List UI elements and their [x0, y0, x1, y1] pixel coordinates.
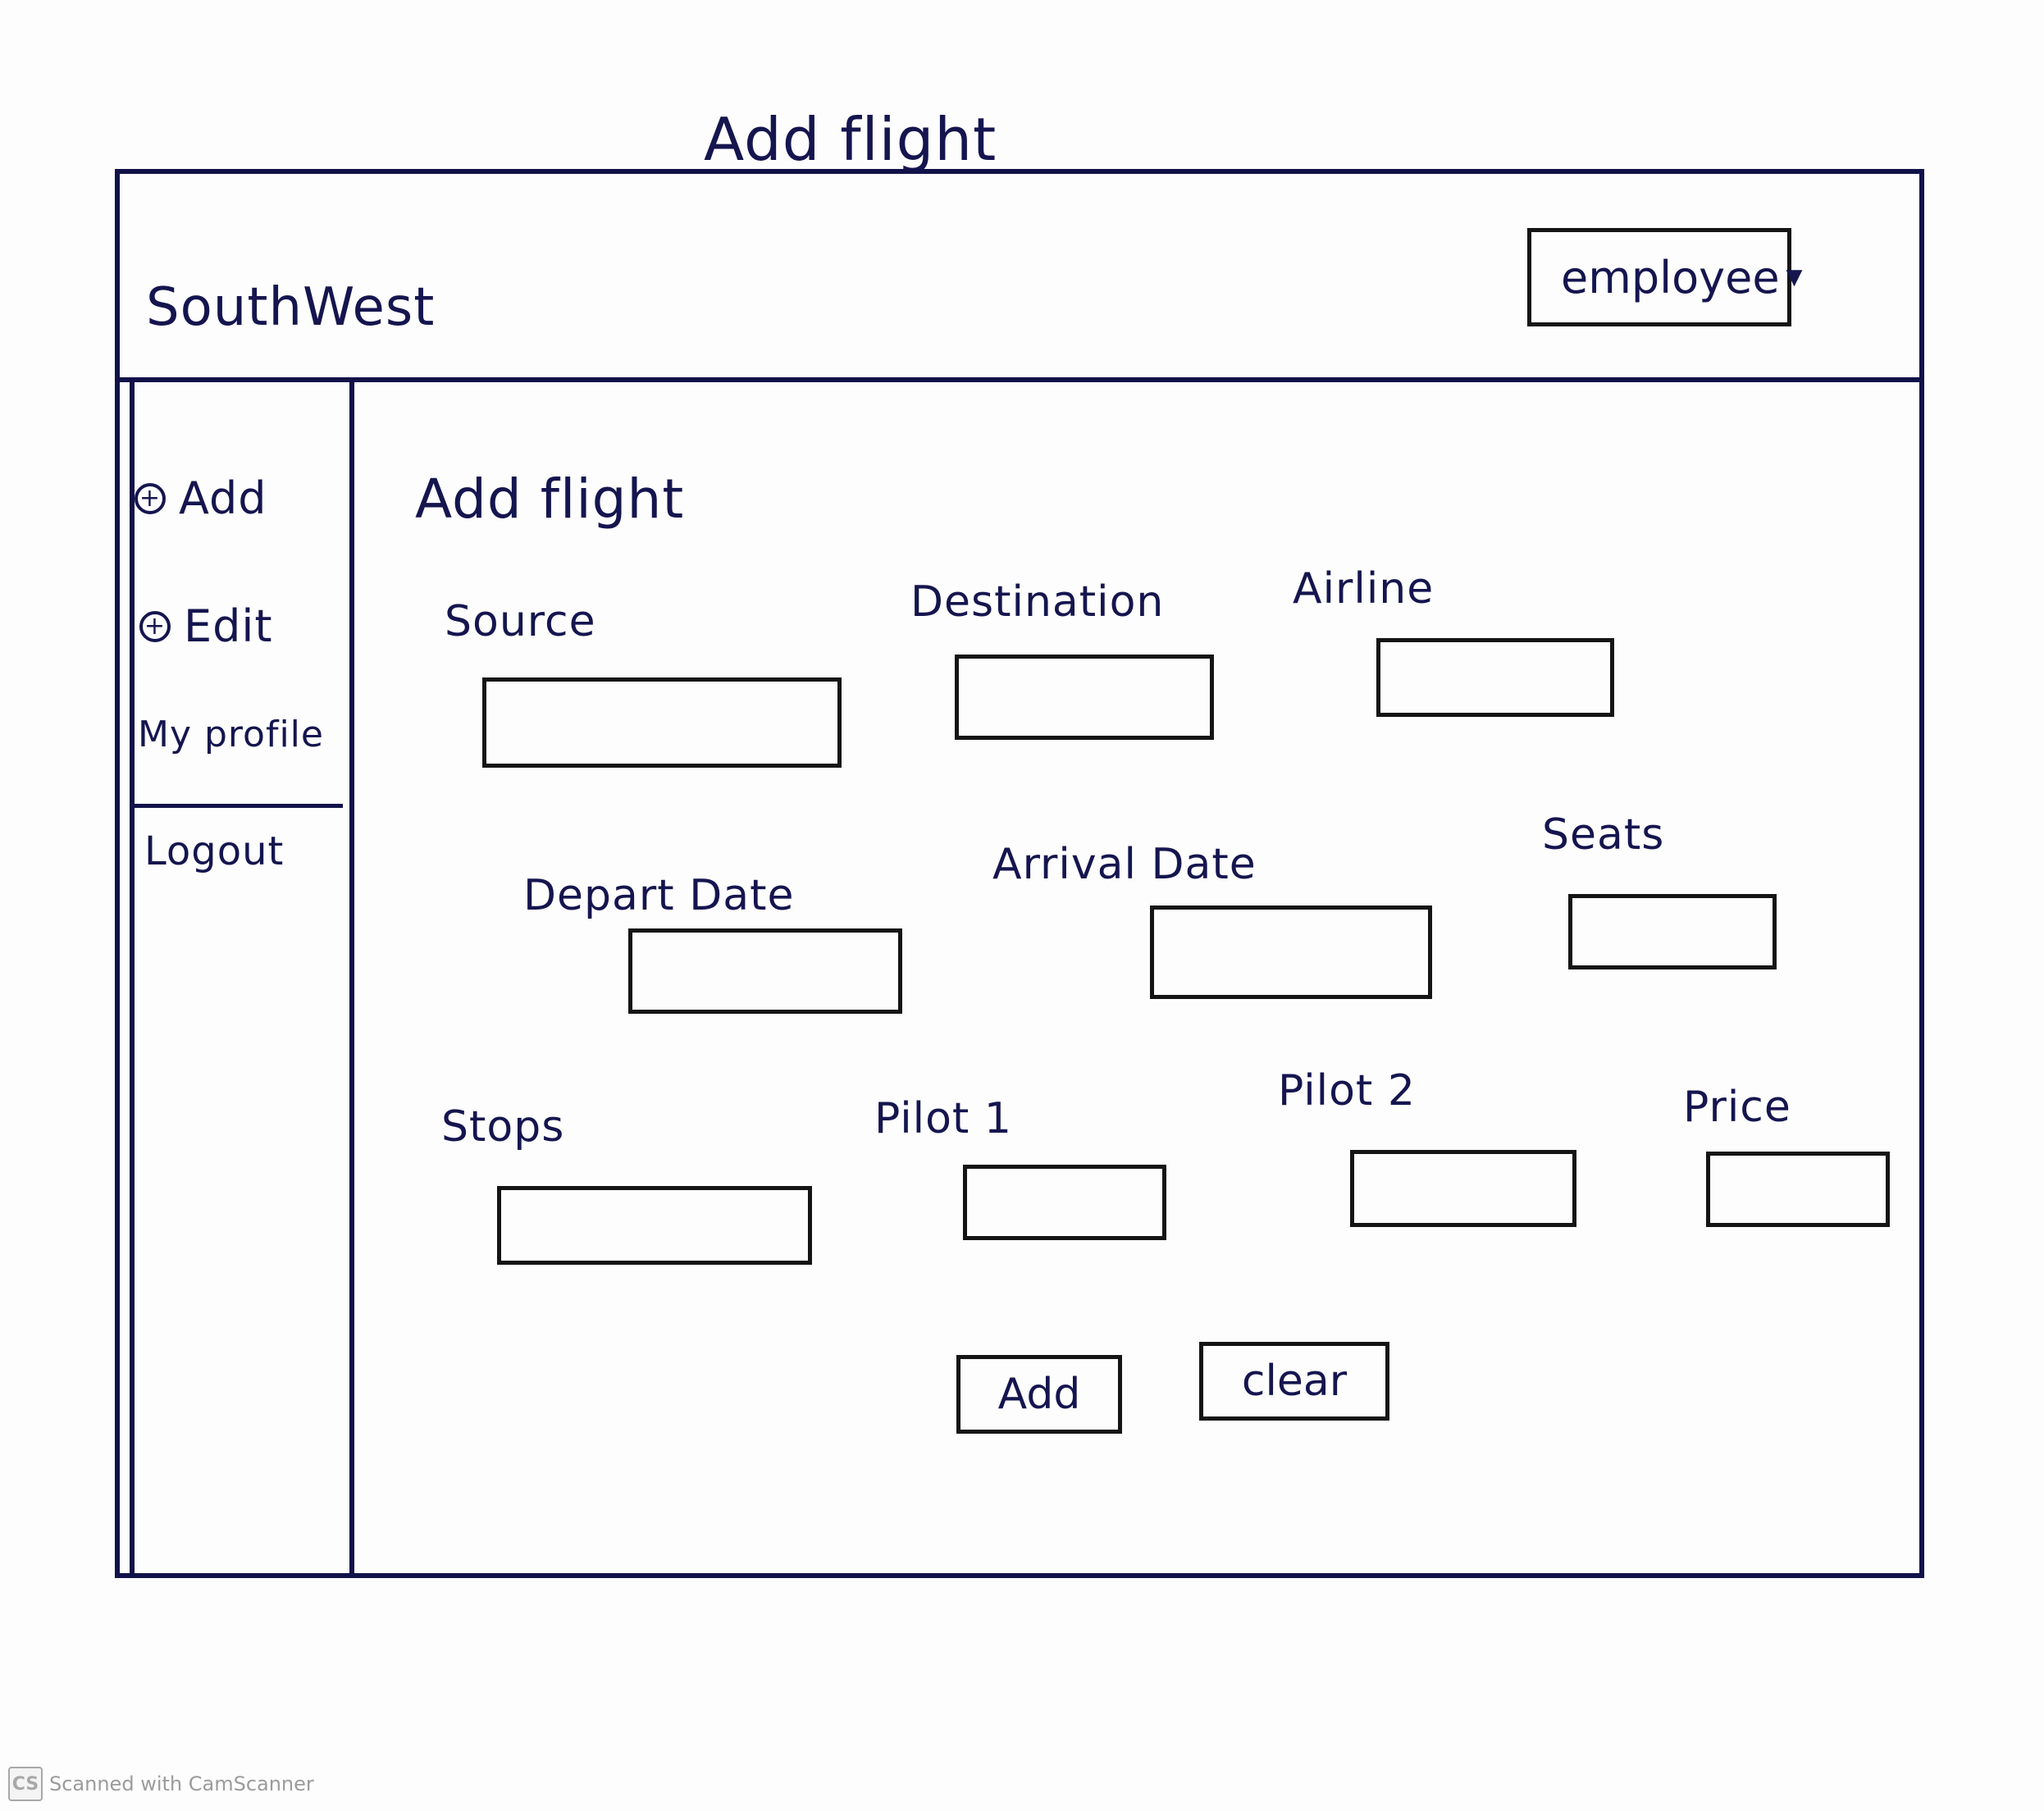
sidebar-item-logout-label: Logout: [144, 828, 285, 874]
seats-input[interactable]: [1568, 894, 1777, 969]
destination-input[interactable]: [955, 655, 1214, 740]
arrival-date-label: Arrival Date: [992, 840, 1257, 889]
sidebar-item-my-profile-label: My profile: [138, 714, 324, 755]
pilot-2-input[interactable]: [1350, 1150, 1576, 1227]
page-title: Add flight: [704, 105, 997, 174]
stops-input[interactable]: [497, 1186, 812, 1265]
sidebar-item-edit-label: Edit: [184, 600, 273, 652]
depart-date-label: Depart Date: [523, 871, 795, 920]
brand-logo: SouthWest: [146, 277, 436, 338]
pilot-1-label: Pilot 1: [874, 1094, 1012, 1143]
sidebar-item-add-label: Add: [179, 472, 267, 524]
arrival-date-input[interactable]: [1150, 906, 1432, 999]
chevron-down-icon: ▼: [1786, 265, 1803, 290]
seats-label: Seats: [1542, 810, 1665, 860]
destination-label: Destination: [910, 577, 1165, 627]
stops-label: Stops: [441, 1102, 565, 1152]
content-heading: Add flight: [415, 468, 685, 531]
price-input[interactable]: [1706, 1152, 1890, 1227]
plus-circle-icon: +: [135, 482, 166, 514]
source-input[interactable]: [482, 677, 842, 768]
pilot-1-input[interactable]: [963, 1165, 1166, 1240]
sidebar-item-edit[interactable]: + Edit: [139, 600, 273, 652]
plus-circle-icon: +: [139, 610, 171, 642]
source-label: Source: [445, 597, 596, 646]
header-bar: [115, 169, 1924, 382]
scanner-text: Scanned with CamScanner: [49, 1772, 314, 1795]
employee-menu-button[interactable]: employee ▼: [1527, 228, 1803, 326]
price-label: Price: [1683, 1083, 1791, 1132]
sidebar: [130, 382, 354, 1578]
airline-label: Airline: [1293, 564, 1435, 614]
add-button[interactable]: Add: [956, 1355, 1122, 1434]
depart-date-input[interactable]: [628, 928, 902, 1014]
sidebar-item-logout[interactable]: Logout: [144, 828, 284, 874]
sidebar-divider: [130, 804, 343, 808]
camscanner-logo: CS: [8, 1767, 43, 1801]
sidebar-item-add[interactable]: + Add: [135, 472, 267, 524]
employee-menu-label: employee: [1561, 251, 1780, 303]
pilot-2-label: Pilot 2: [1278, 1066, 1416, 1115]
sidebar-item-my-profile[interactable]: My profile: [138, 714, 324, 755]
airline-input[interactable]: [1376, 638, 1614, 717]
clear-button[interactable]: clear: [1199, 1342, 1389, 1421]
scanner-watermark: CS Scanned with CamScanner: [8, 1767, 314, 1801]
